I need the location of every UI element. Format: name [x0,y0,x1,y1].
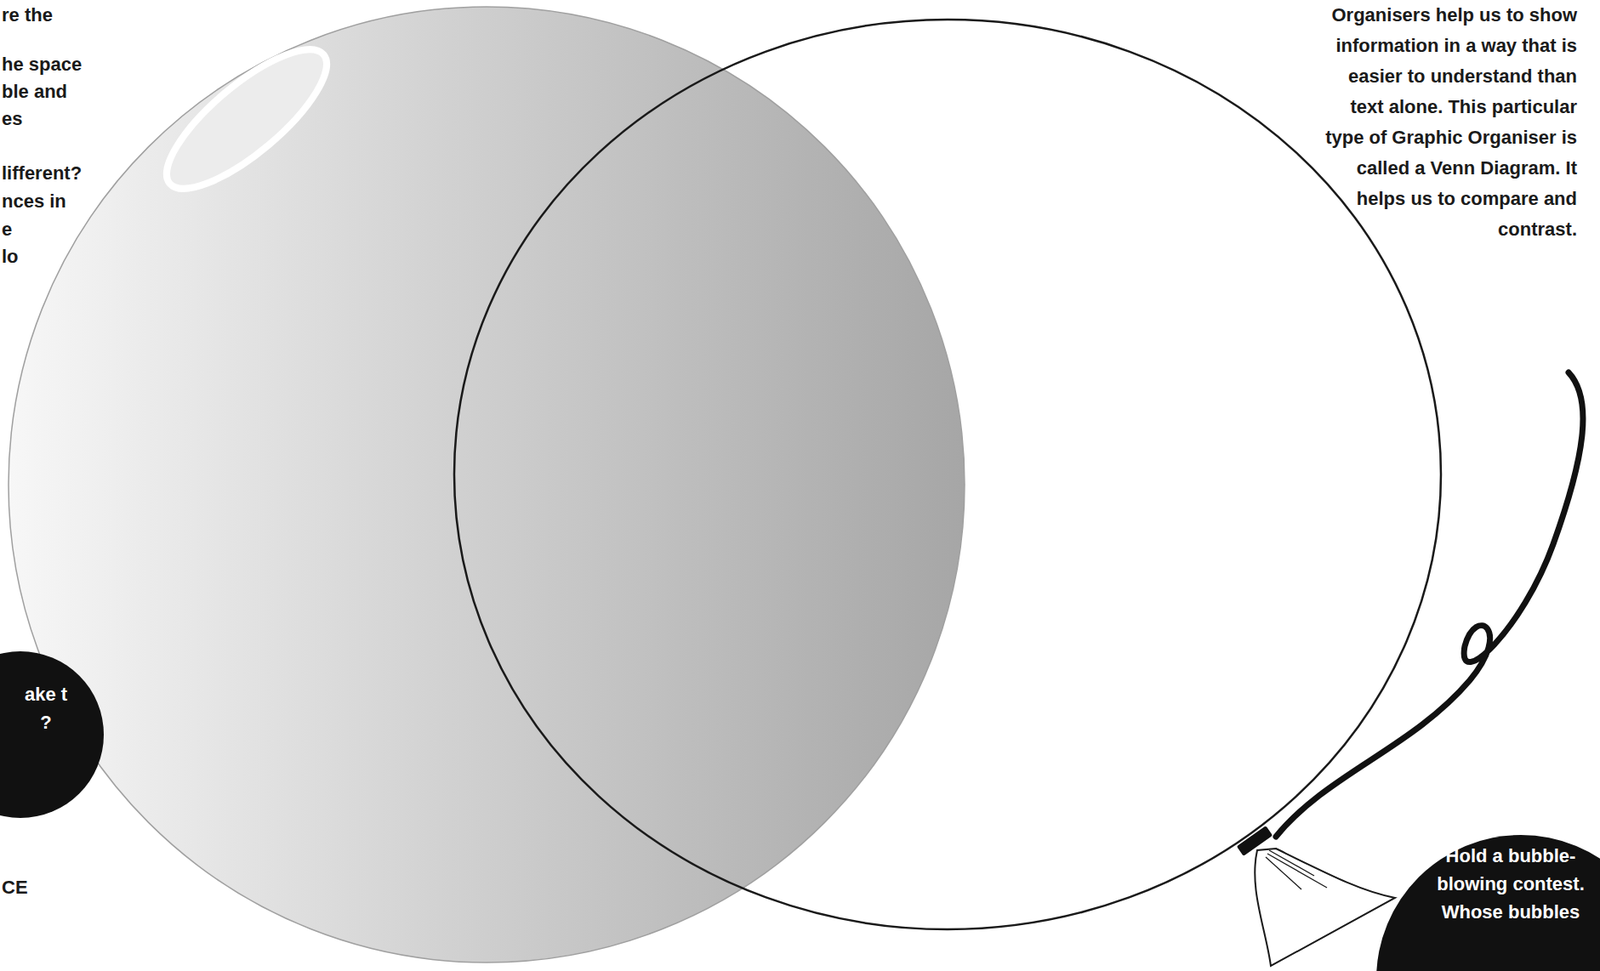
label-text: re the [1,4,53,26]
text-fragment: re the [1,0,172,31]
tail-creases [1265,850,1327,890]
label-text: lifferent? [1,162,82,184]
tip-circle: ake t ? [0,651,104,819]
bubble-highlight [148,28,346,211]
balloon-tail [1254,848,1396,967]
label-text: he space [1,53,82,75]
crease-line [1269,850,1315,877]
tip-circle: Hold a bubble- blowing contest. Whose bu… [1376,835,1600,971]
balloon-knot [1236,825,1273,857]
text-fragment: he space [1,49,172,80]
label-text: CE [1,876,29,899]
tip-text: ake t ? [23,680,69,737]
crease-line [1265,857,1302,890]
text-fragment: lo [1,241,172,273]
text-fragment: e [1,214,172,245]
text-fragment: nces in [1,186,172,217]
circle-fill [0,651,104,819]
section-heading: CE [1,872,172,904]
label-text: Organisers help us to show information i… [1325,4,1578,240]
label-text: es [1,108,23,130]
text-fragment: es [1,103,172,135]
label-text: nces in [1,190,67,212]
intro-note: Organisers help us to show information i… [1323,0,1578,245]
tip-text: Hold a bubble- blowing contest. Whose bu… [1431,842,1590,927]
text-fragment: lifferent? [1,158,172,189]
label-text: lo [1,245,19,268]
label-text: ble and [1,80,68,103]
circle-fill [1376,835,1600,971]
balloon-outline [454,19,1441,930]
text-fragment: ble and [1,76,172,108]
circle-shape [0,651,104,819]
balloon-string [1275,372,1583,838]
crease-line [1267,854,1327,889]
bubble-circle [8,6,965,963]
label-text: e [1,218,12,240]
